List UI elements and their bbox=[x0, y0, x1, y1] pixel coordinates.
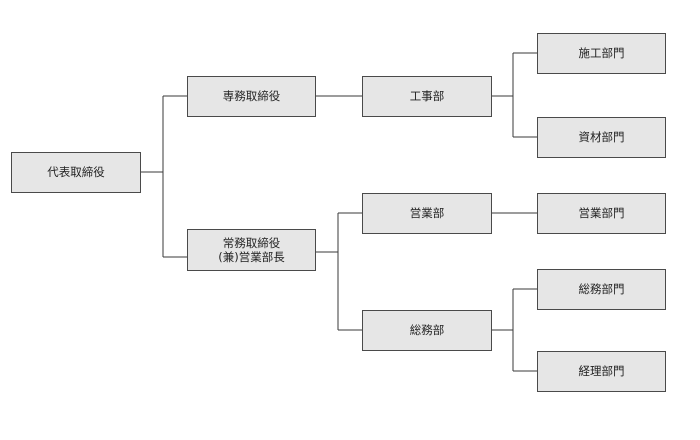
construction-division-label: 施工部門 bbox=[578, 46, 625, 61]
general-affairs-division-box: 総務部門 bbox=[537, 269, 666, 310]
managing-director-concurrent-role: (兼)営業部長 bbox=[218, 250, 285, 264]
managing-director-box: 常務取締役 (兼)営業部長 bbox=[187, 229, 316, 271]
materials-division-label: 資材部門 bbox=[578, 130, 625, 145]
managing-director-title: 常務取締役 bbox=[222, 235, 281, 250]
sales-department-box: 営業部 bbox=[362, 193, 492, 234]
representative-director-box: 代表取締役 bbox=[11, 152, 141, 193]
sales-division-label: 営業部門 bbox=[578, 206, 625, 221]
accounting-division-box: 経理部門 bbox=[537, 351, 666, 392]
construction-division-box: 施工部門 bbox=[537, 33, 666, 74]
materials-division-box: 資材部門 bbox=[537, 117, 666, 158]
accounting-division-label: 経理部門 bbox=[578, 364, 625, 379]
general-affairs-department-box: 総務部 bbox=[362, 310, 492, 351]
senior-managing-director-label: 専務取締役 bbox=[222, 89, 281, 104]
representative-director-label: 代表取締役 bbox=[47, 165, 105, 180]
construction-department-label: 工事部 bbox=[409, 89, 445, 104]
general-affairs-division-label: 総務部門 bbox=[578, 282, 625, 297]
sales-department-label: 営業部 bbox=[409, 206, 445, 221]
construction-department-box: 工事部 bbox=[362, 76, 492, 117]
senior-managing-director-box: 専務取締役 bbox=[187, 76, 316, 117]
general-affairs-department-label: 総務部 bbox=[409, 323, 445, 338]
sales-division-box: 営業部門 bbox=[537, 193, 666, 234]
